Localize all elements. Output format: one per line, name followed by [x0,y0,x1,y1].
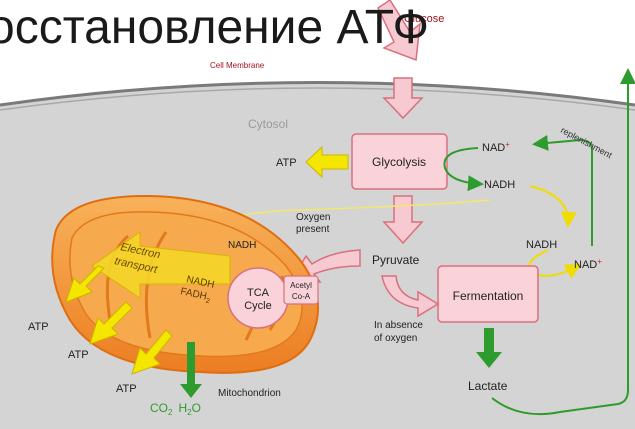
pyruvate-label: Pyruvate [372,253,420,267]
mito-nadh-label: NADH [228,240,256,251]
cell-membrane-line [0,81,635,107]
slide-title: осстановление АТФ [0,1,429,54]
mito-atp-label-1: ATP [28,321,49,333]
fadh2-label: FADH2 [179,286,212,305]
oxygen-present-label-line2: present [296,224,330,235]
replenishment-arrow [532,134,593,246]
glycolysis-pyruvate-arrow [382,195,424,245]
pyruvate-fermentation-arrow [381,275,440,318]
cell-membrane-label: Cell Membrane [210,61,265,70]
acetyl-label-line2: Co-A [292,292,311,301]
mito-atp-arrow-1 [65,265,105,303]
lactate-down-arrow [476,328,502,368]
fermentation-nad-plus-label: NAD+ [574,257,602,271]
cell-membrane-inner [0,87,635,111]
mito-atp-arrow-2 [89,301,133,345]
absence-oxygen-label-line1: In absence [374,320,423,331]
tca-label-line2: Cycle [244,300,272,312]
mitochondrion-label: Mitochondrion [218,388,281,399]
lactate-label: Lactate [468,379,508,393]
oxygen-present-label-line1: Oxygen [296,212,330,223]
acetyl-label-line1: Acetyl [290,281,312,290]
mito-atp-label-2: ATP [68,349,89,361]
mito-atp-label-3: ATP [116,383,137,395]
glycolysis-atp-arrow [305,145,349,179]
mito-atp-arrow-3 [131,329,173,375]
nadh-to-fermentation-curve [529,185,577,228]
nad-to-nadh-curve [443,147,484,192]
absence-oxygen-label-line2: of oxygen [374,333,417,344]
nad-plus-label: NAD+ [482,140,510,154]
glycolysis-atp-label: ATP [276,157,297,169]
fermentation-nadh-label: NADH [526,239,557,251]
glucose-entry-arrow [377,0,421,62]
co2-h2o-arrow [180,342,202,398]
lactate-return-line [491,68,635,416]
cytosol-label: Cytosol [248,117,288,131]
fermentation-label: Fermentation [453,289,524,303]
fermentation-box [437,265,539,323]
glucose-label: Glucose [404,13,444,25]
acetyl-coa-box [283,275,319,305]
glycolysis-label: Glycolysis [372,155,426,169]
glycolysis-box [351,133,448,190]
nadh-label-glycolysis: NADH [484,179,515,191]
electron-transport-arrow [91,231,231,299]
glucose-down-arrow [382,77,424,120]
tca-label-line1: TCA [247,287,270,299]
